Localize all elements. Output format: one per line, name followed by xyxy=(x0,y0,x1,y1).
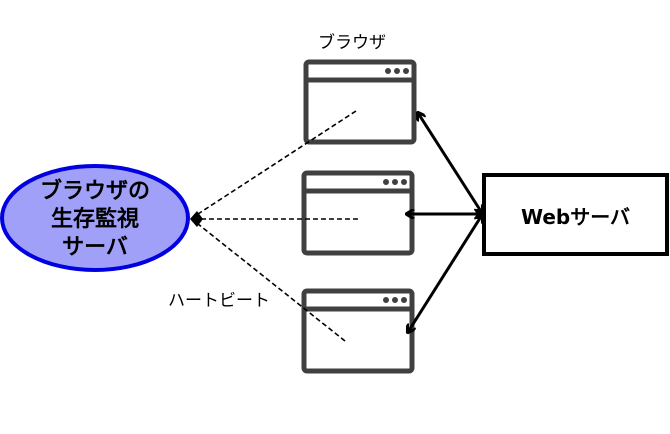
browser-window-bottom xyxy=(301,288,415,374)
monitor-server-ellipse xyxy=(0,164,190,272)
browser-label: ブラウザ xyxy=(318,33,386,53)
monitor-label-line2: 生存監視 xyxy=(50,207,139,232)
browser-window-top xyxy=(303,59,417,145)
heartbeat-label: ハートビート xyxy=(168,291,270,311)
monitor-label-line1: ブラウザの xyxy=(39,179,150,204)
heartbeat-arrowhead xyxy=(190,211,203,227)
arrow-top xyxy=(418,113,482,213)
monitor-label-line3: サーバ xyxy=(62,235,128,260)
monitor-server-label: ブラウザの 生存監視 サーバ xyxy=(20,178,170,262)
heartbeat-line-bottom xyxy=(197,223,346,342)
browser-window-middle xyxy=(301,170,415,256)
arrow-bottom xyxy=(408,215,482,332)
web-server-label: Webサーバ xyxy=(520,205,631,229)
